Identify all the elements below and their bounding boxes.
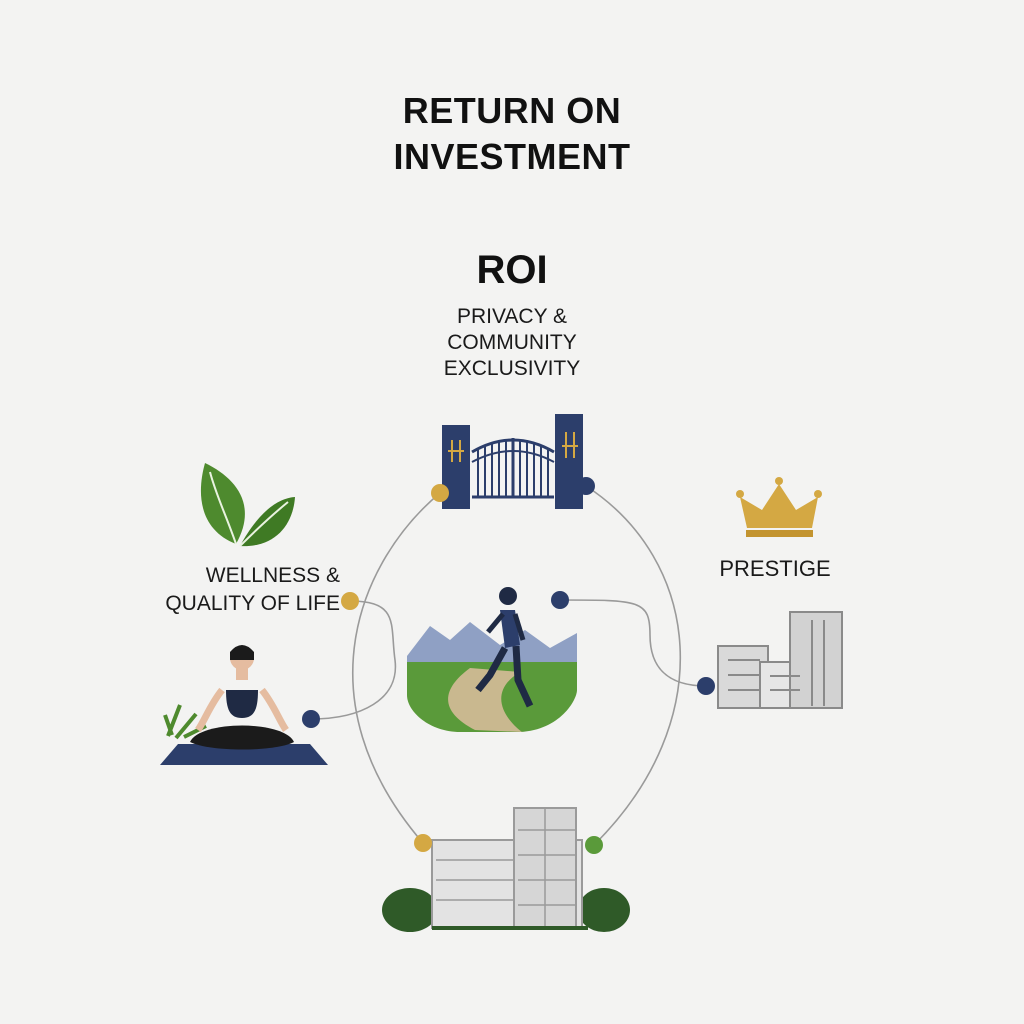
roi-subtitle: PRIVACY & COMMUNITY EXCLUSIVITY [0,304,1024,382]
node-office [697,677,715,695]
node-residential-left [414,834,432,852]
residential-building-icon [382,807,630,932]
crown-icon [736,477,822,537]
prestige-label: PRESTIGE [719,556,831,581]
connector-gate-left-to-bottom [351,492,441,844]
page-title: RETURN ON INVESTMENT [0,88,1024,180]
node-yoga [302,710,320,728]
node-residential-right [585,836,603,854]
wellness-label-line-1: WELLNESS & [205,564,340,587]
node-gate-right [577,477,595,495]
yoga-person-icon [160,645,328,765]
connector-runner-to-office [559,599,707,687]
roi-heading: ROI [476,248,548,292]
gate-icon [442,414,583,509]
node-wellness [341,592,359,610]
roi-subtitle-line-3: EXCLUSIVITY [443,357,581,380]
wellness-label: WELLNESS & QUALITY OF LIFE [140,562,340,618]
roi-subtitle-line-1: PRIVACY & [456,305,568,328]
leaf-icon [200,463,295,547]
connector-wellness-to-yoga [310,600,397,720]
connector-lines [310,485,707,846]
office-building-icon [717,611,843,709]
title-line-1: RETURN ON [402,90,622,131]
title-line-2: INVESTMENT [393,136,631,177]
runner-icon [407,587,577,732]
node-gate-left [431,484,449,502]
wellness-label-line-2: QUALITY OF LIFE [165,592,340,615]
roi-subtitle-line-2: COMMUNITY [447,331,577,354]
connector-gate-right-to-bottom [585,485,682,846]
node-runner [551,591,569,609]
